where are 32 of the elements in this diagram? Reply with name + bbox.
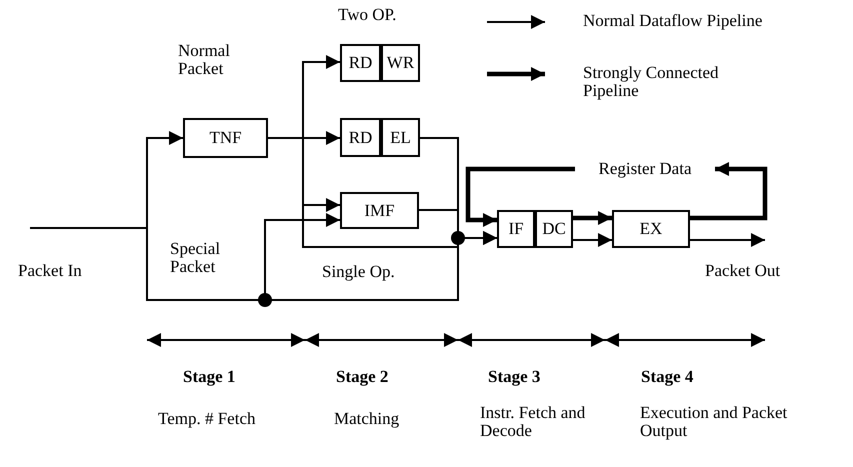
arrow	[690, 233, 765, 247]
label: Execution and Packet Output	[640, 404, 788, 440]
label: Stage 3	[488, 368, 542, 386]
label: Special Packet	[170, 240, 222, 276]
register-data-text: Register Data	[575, 156, 715, 182]
label: Two OP.	[338, 6, 398, 24]
label: Normal Packet	[178, 42, 231, 78]
process-box: IF	[497, 210, 535, 248]
label: Instr. Fetch and Decode	[480, 404, 586, 440]
label: Temp. # Fetch	[158, 410, 256, 428]
arrow	[466, 166, 575, 227]
process-box: EX	[612, 210, 690, 248]
process-box: EL	[381, 118, 420, 157]
label: Packet Out	[705, 262, 782, 280]
label: Matching	[334, 410, 400, 428]
process-box: TNF	[183, 118, 268, 158]
label: Single Op.	[322, 263, 396, 281]
label: Stage 1	[183, 368, 236, 386]
process-box: IMF	[340, 192, 419, 229]
arrow	[419, 209, 497, 245]
process-box: RD	[340, 44, 381, 82]
arrow	[690, 162, 768, 220]
process-box: WR	[381, 44, 420, 82]
process-box: RD	[340, 118, 381, 157]
process-box: DC	[535, 210, 573, 248]
label: Stage 4	[641, 368, 694, 386]
legend-text: Normal Dataflow Pipeline	[583, 12, 764, 30]
arrow	[573, 211, 612, 225]
label: Packet In	[18, 262, 83, 280]
label: Stage 2	[336, 368, 390, 386]
legend-text: Strongly Connected Pipeline	[583, 64, 720, 100]
arrow	[573, 233, 612, 247]
